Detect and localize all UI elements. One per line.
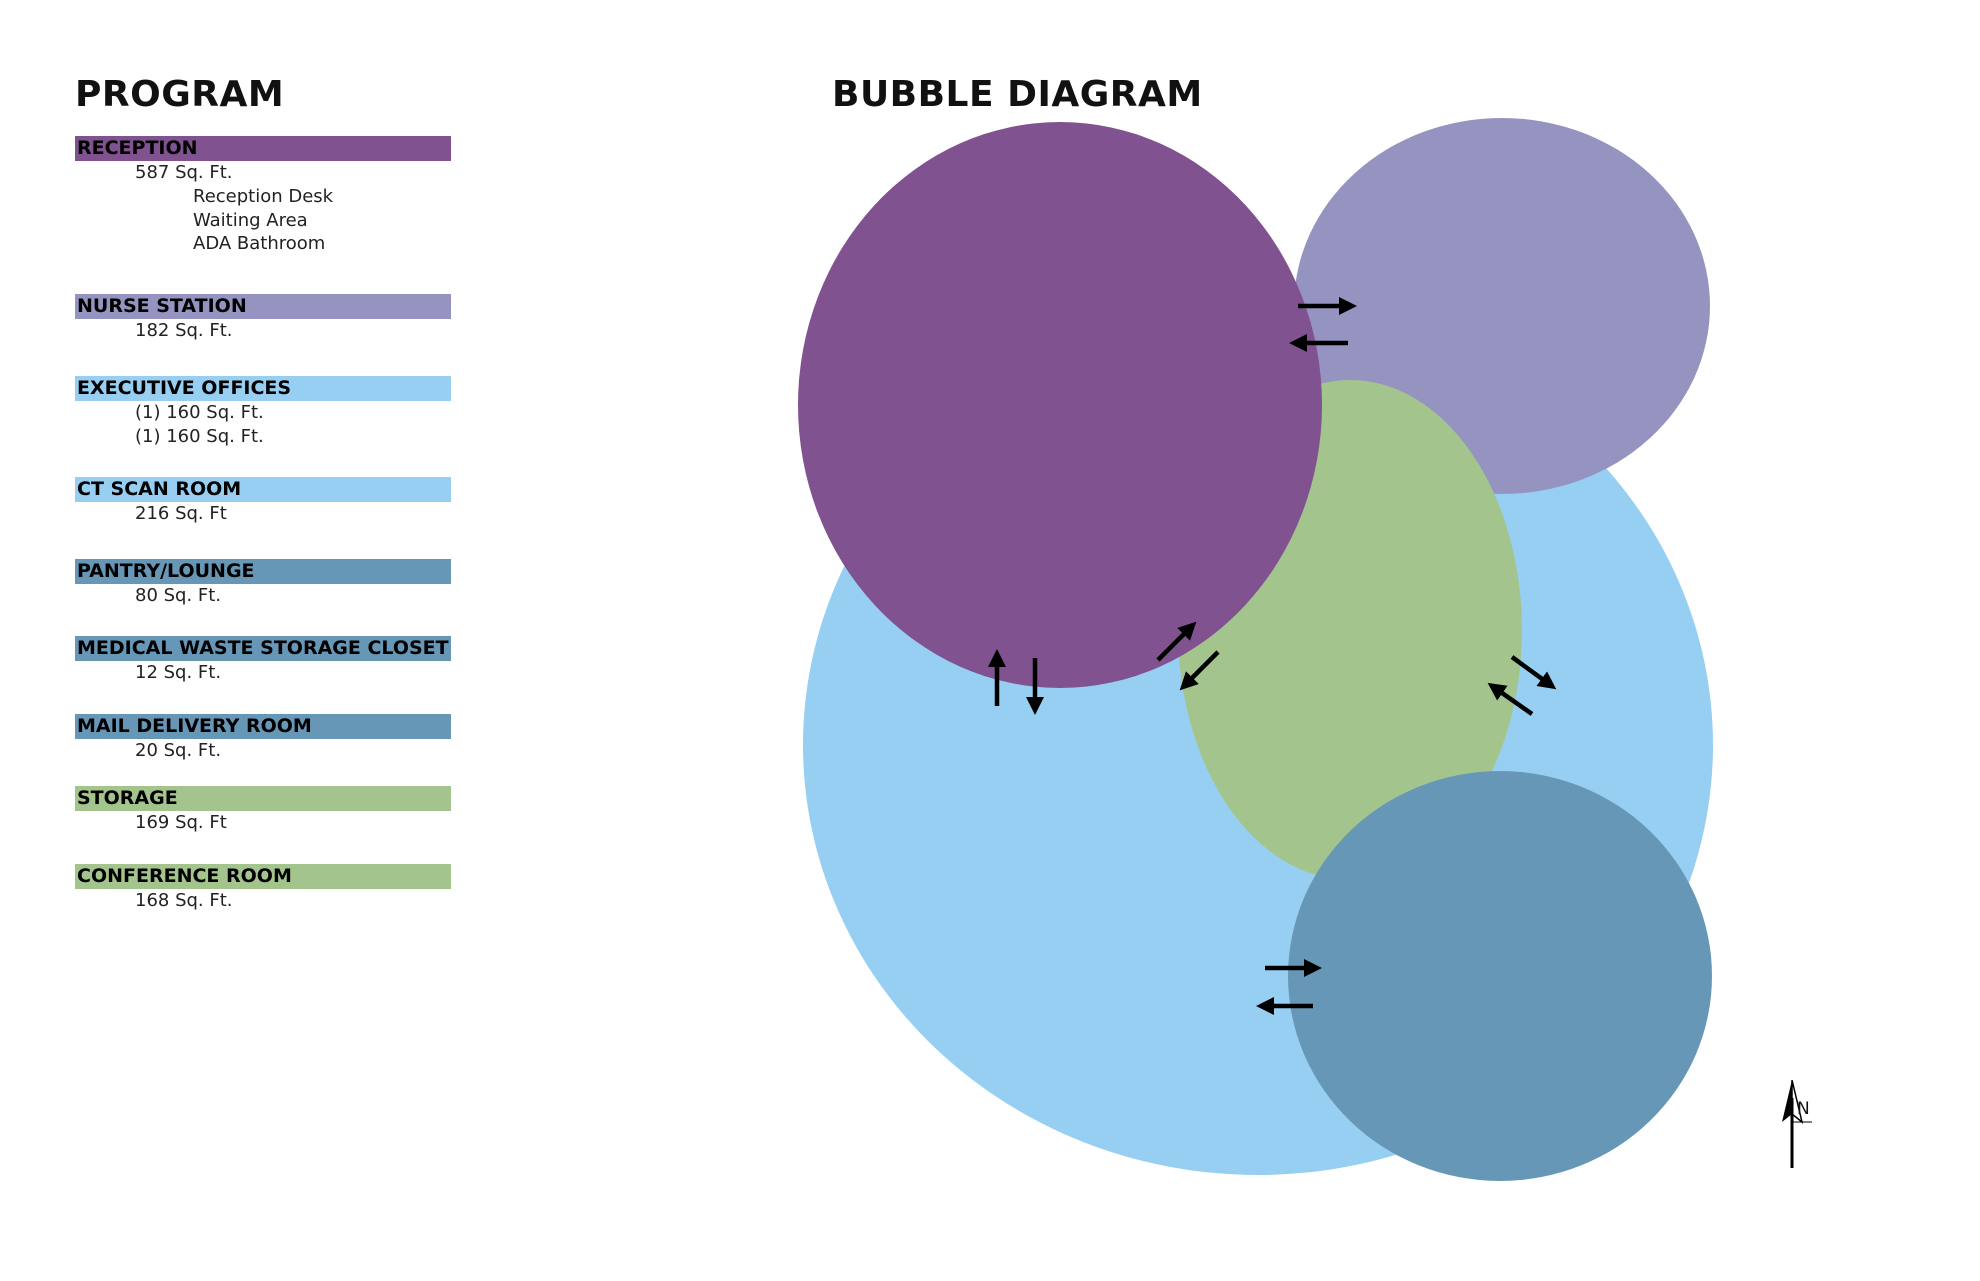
program-title: PROGRAM [75,74,285,115]
bubble-diagram-title: BUBBLE DIAGRAM [832,74,1203,115]
flow-arrow-icon [1510,655,1557,690]
program-item-label: CONFERENCE ROOM [75,864,451,889]
program-item-area: 80 Sq. Ft. [135,585,222,606]
program-item-area: 587 Sq. Ft. [135,162,233,183]
north-arrow-icon [1782,1080,1812,1168]
flow-arrow-icon [1179,650,1220,691]
program-item-subspace: ADA Bathroom [193,233,326,254]
program-item-subspace: Waiting Area [193,209,308,231]
program-item-area: 169 Sq. Ft [135,812,227,833]
program-item-label: CT SCAN ROOM [75,477,451,502]
program-item-label: EXECUTIVE OFFICES [75,376,451,401]
program-item-area: 216 Sq. Ft [135,503,227,524]
flow-arrow-icon [1156,621,1197,662]
program-item-area: 182 Sq. Ft. [135,320,233,341]
program-item-label: MEDICAL WASTE STORAGE CLOSET [75,636,451,661]
north-label: N [1797,1099,1810,1119]
bubble-reception [798,122,1322,688]
program-item-label: NURSE STATION [75,294,451,319]
flow-arrow-icon [1487,682,1534,716]
program-item: EXECUTIVE OFFICES(1) 160 Sq. Ft.(1) 160 … [75,376,451,449]
program-item-area: (1) 160 Sq. Ft. [135,426,264,447]
program-item-area: (1) 160 Sq. Ft. [135,402,264,423]
program-item-label: PANTRY/LOUNGE [75,559,451,584]
program-item-subspace: Reception Desk [193,186,334,207]
bubble-pantry-mail-zone [1288,771,1712,1181]
program-item-label: RECEPTION [75,136,451,161]
program-item-area: 12 Sq. Ft. [135,662,222,683]
program-item-label: MAIL DELIVERY ROOM [75,714,451,739]
program-item-area: 20 Sq. Ft. [135,740,222,761]
program-item-label: STORAGE [75,786,451,811]
program-item-area: 168 Sq. Ft. [135,890,233,911]
